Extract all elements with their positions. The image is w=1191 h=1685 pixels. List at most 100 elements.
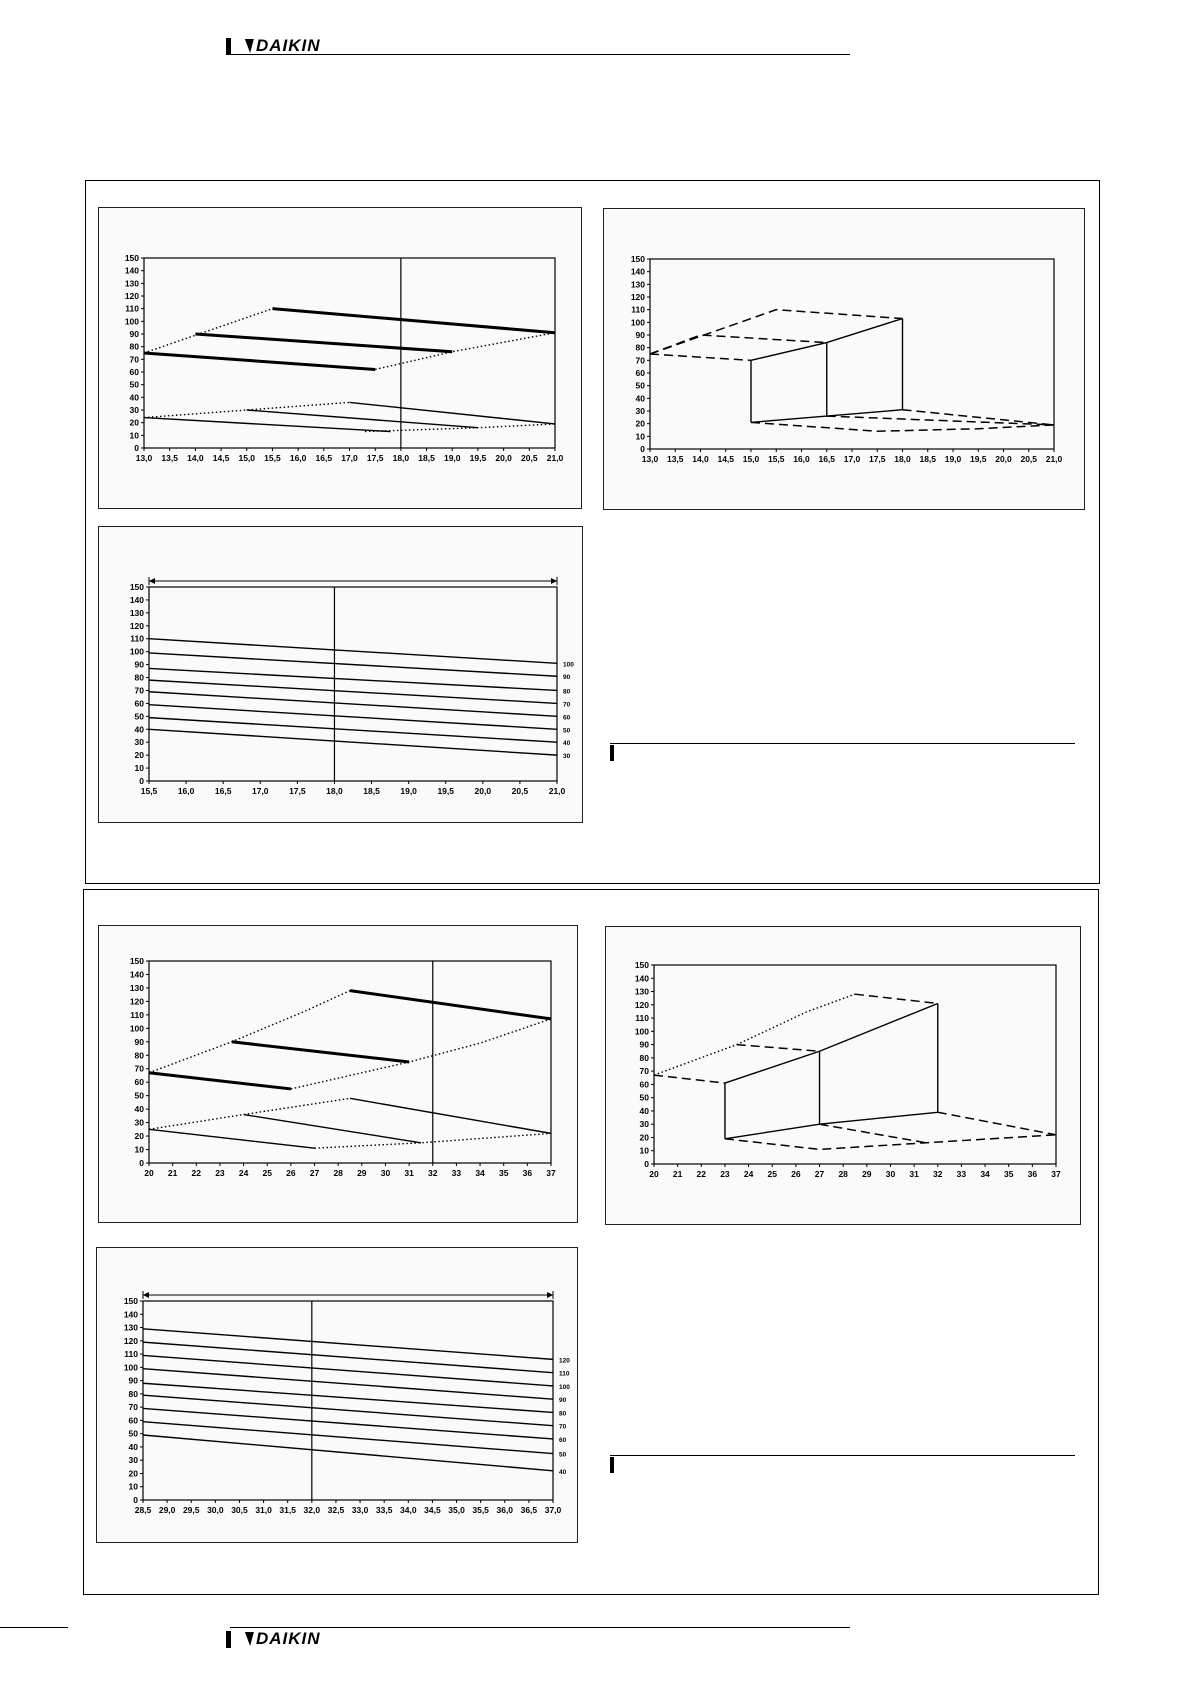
x-tick-label: 16,5 <box>818 454 835 464</box>
plot-frame <box>148 586 558 782</box>
y-tick-label: 90 <box>129 1376 139 1386</box>
series-line-1 <box>349 989 552 1021</box>
x-tick-label: 21 <box>168 1168 178 1178</box>
series-line-3 <box>142 1354 554 1387</box>
series-line-1 <box>649 353 752 362</box>
y-tick-label: 10 <box>130 430 140 440</box>
series-label: 80 <box>563 688 571 695</box>
series-line-1 <box>272 307 556 335</box>
y-tick-label: 40 <box>636 393 646 403</box>
y-tick-label: 100 <box>635 1026 649 1036</box>
note-bottom <box>610 1455 1075 1475</box>
x-tick-label: 30 <box>381 1168 391 1178</box>
note-top-marker <box>610 745 614 761</box>
y-tick-label: 70 <box>135 1064 145 1074</box>
footer-marker <box>226 1630 231 1648</box>
x-tick-label: 15,5 <box>768 454 785 464</box>
y-tick-label: 120 <box>631 292 645 302</box>
x-tick-label: 21,0 <box>549 786 566 796</box>
series-line-7 <box>143 308 273 354</box>
series-line-5 <box>142 1382 554 1414</box>
x-tick-label: 33,0 <box>352 1505 369 1515</box>
y-tick-label: 150 <box>125 253 139 263</box>
y-tick-label: 70 <box>640 1066 650 1076</box>
series-line-4 <box>142 1367 554 1400</box>
x-tick-label: 35 <box>499 1168 509 1178</box>
series-line-7 <box>937 1111 1057 1136</box>
y-tick-label: 110 <box>631 305 645 315</box>
series-line-7 <box>148 716 558 743</box>
x-tick-label: 34 <box>475 1168 485 1178</box>
series-label: 70 <box>559 1424 567 1431</box>
x-tick-label: 28 <box>333 1168 343 1178</box>
y-tick-label: 50 <box>135 711 145 721</box>
x-tick-label: 17,5 <box>367 453 384 463</box>
y-tick-label: 120 <box>124 1336 138 1346</box>
y-tick-label: 150 <box>130 582 144 592</box>
daikin-logo-icon <box>241 39 254 53</box>
x-tick-label: 20 <box>649 1169 659 1179</box>
x-tick-label: 31 <box>404 1168 414 1178</box>
y-tick-label: 70 <box>636 355 646 365</box>
y-tick-label: 110 <box>130 634 144 644</box>
x-tick-label: 36,0 <box>496 1505 513 1515</box>
series-line-3 <box>653 993 856 1076</box>
series-line-8 <box>290 1018 552 1090</box>
y-tick-label: 10 <box>636 431 646 441</box>
y-tick-label: 100 <box>125 316 139 326</box>
y-tick-label: 130 <box>130 983 144 993</box>
series-line-3 <box>148 1071 292 1091</box>
y-tick-label: 60 <box>640 1079 650 1089</box>
series-label: 80 <box>559 1410 567 1417</box>
x-tick-label: 15,0 <box>238 453 255 463</box>
series-label: 70 <box>563 701 571 708</box>
series-line-9 <box>724 1111 938 1140</box>
series-label: 120 <box>559 1357 570 1364</box>
x-tick-label: 33 <box>452 1168 462 1178</box>
y-tick-label: 10 <box>135 1145 145 1155</box>
range-arrow-head-left <box>149 578 155 584</box>
x-tick-label: 35,0 <box>448 1505 465 1515</box>
series-label: 50 <box>559 1452 567 1459</box>
footer-logo: DAIKIN <box>226 1629 321 1649</box>
x-tick-label: 24 <box>744 1169 754 1179</box>
footer-brand: DAIKIN <box>241 1629 321 1649</box>
x-tick-label: 29 <box>357 1168 367 1178</box>
series-line-1 <box>653 1074 726 1084</box>
y-tick-label: 150 <box>635 960 649 970</box>
x-tick-label: 32 <box>428 1168 438 1178</box>
x-tick-label: 15,0 <box>743 454 760 464</box>
x-tick-label: 37,0 <box>545 1505 562 1515</box>
series-line-2 <box>142 1341 554 1374</box>
x-tick-label: 13,0 <box>136 453 153 463</box>
y-tick-label: 90 <box>135 660 145 670</box>
daikin-logo-icon <box>241 1632 254 1646</box>
y-tick-label: 110 <box>130 1010 144 1020</box>
plot-frame <box>649 258 1055 450</box>
x-tick-label: 17,5 <box>869 454 886 464</box>
x-tick-label: 14,0 <box>187 453 204 463</box>
y-tick-label: 30 <box>640 1119 650 1129</box>
x-tick-label: 34,0 <box>400 1505 417 1515</box>
x-tick-label: 36 <box>1028 1169 1038 1179</box>
series-line-8 <box>724 1002 939 1084</box>
y-tick-label: 150 <box>124 1296 138 1306</box>
x-tick-label: 32,0 <box>304 1505 321 1515</box>
y-tick-label: 110 <box>635 1013 649 1023</box>
y-tick-label: 100 <box>130 647 144 657</box>
x-tick-label: 25 <box>263 1168 273 1178</box>
series-line-9 <box>142 1434 554 1472</box>
y-tick-label: 120 <box>125 291 139 301</box>
header-logo: DAIKIN <box>226 36 321 56</box>
y-tick-label: 90 <box>130 329 140 339</box>
y-tick-label: 20 <box>640 1132 650 1142</box>
series-line-10 <box>314 1132 552 1149</box>
x-tick-label: 26 <box>286 1168 296 1178</box>
plot-frame <box>142 1300 554 1501</box>
chart-3-svg: 010203040506070809010011012013014015015,… <box>130 577 574 796</box>
x-tick-label: 18,5 <box>363 786 380 796</box>
y-tick-label: 0 <box>640 444 645 454</box>
